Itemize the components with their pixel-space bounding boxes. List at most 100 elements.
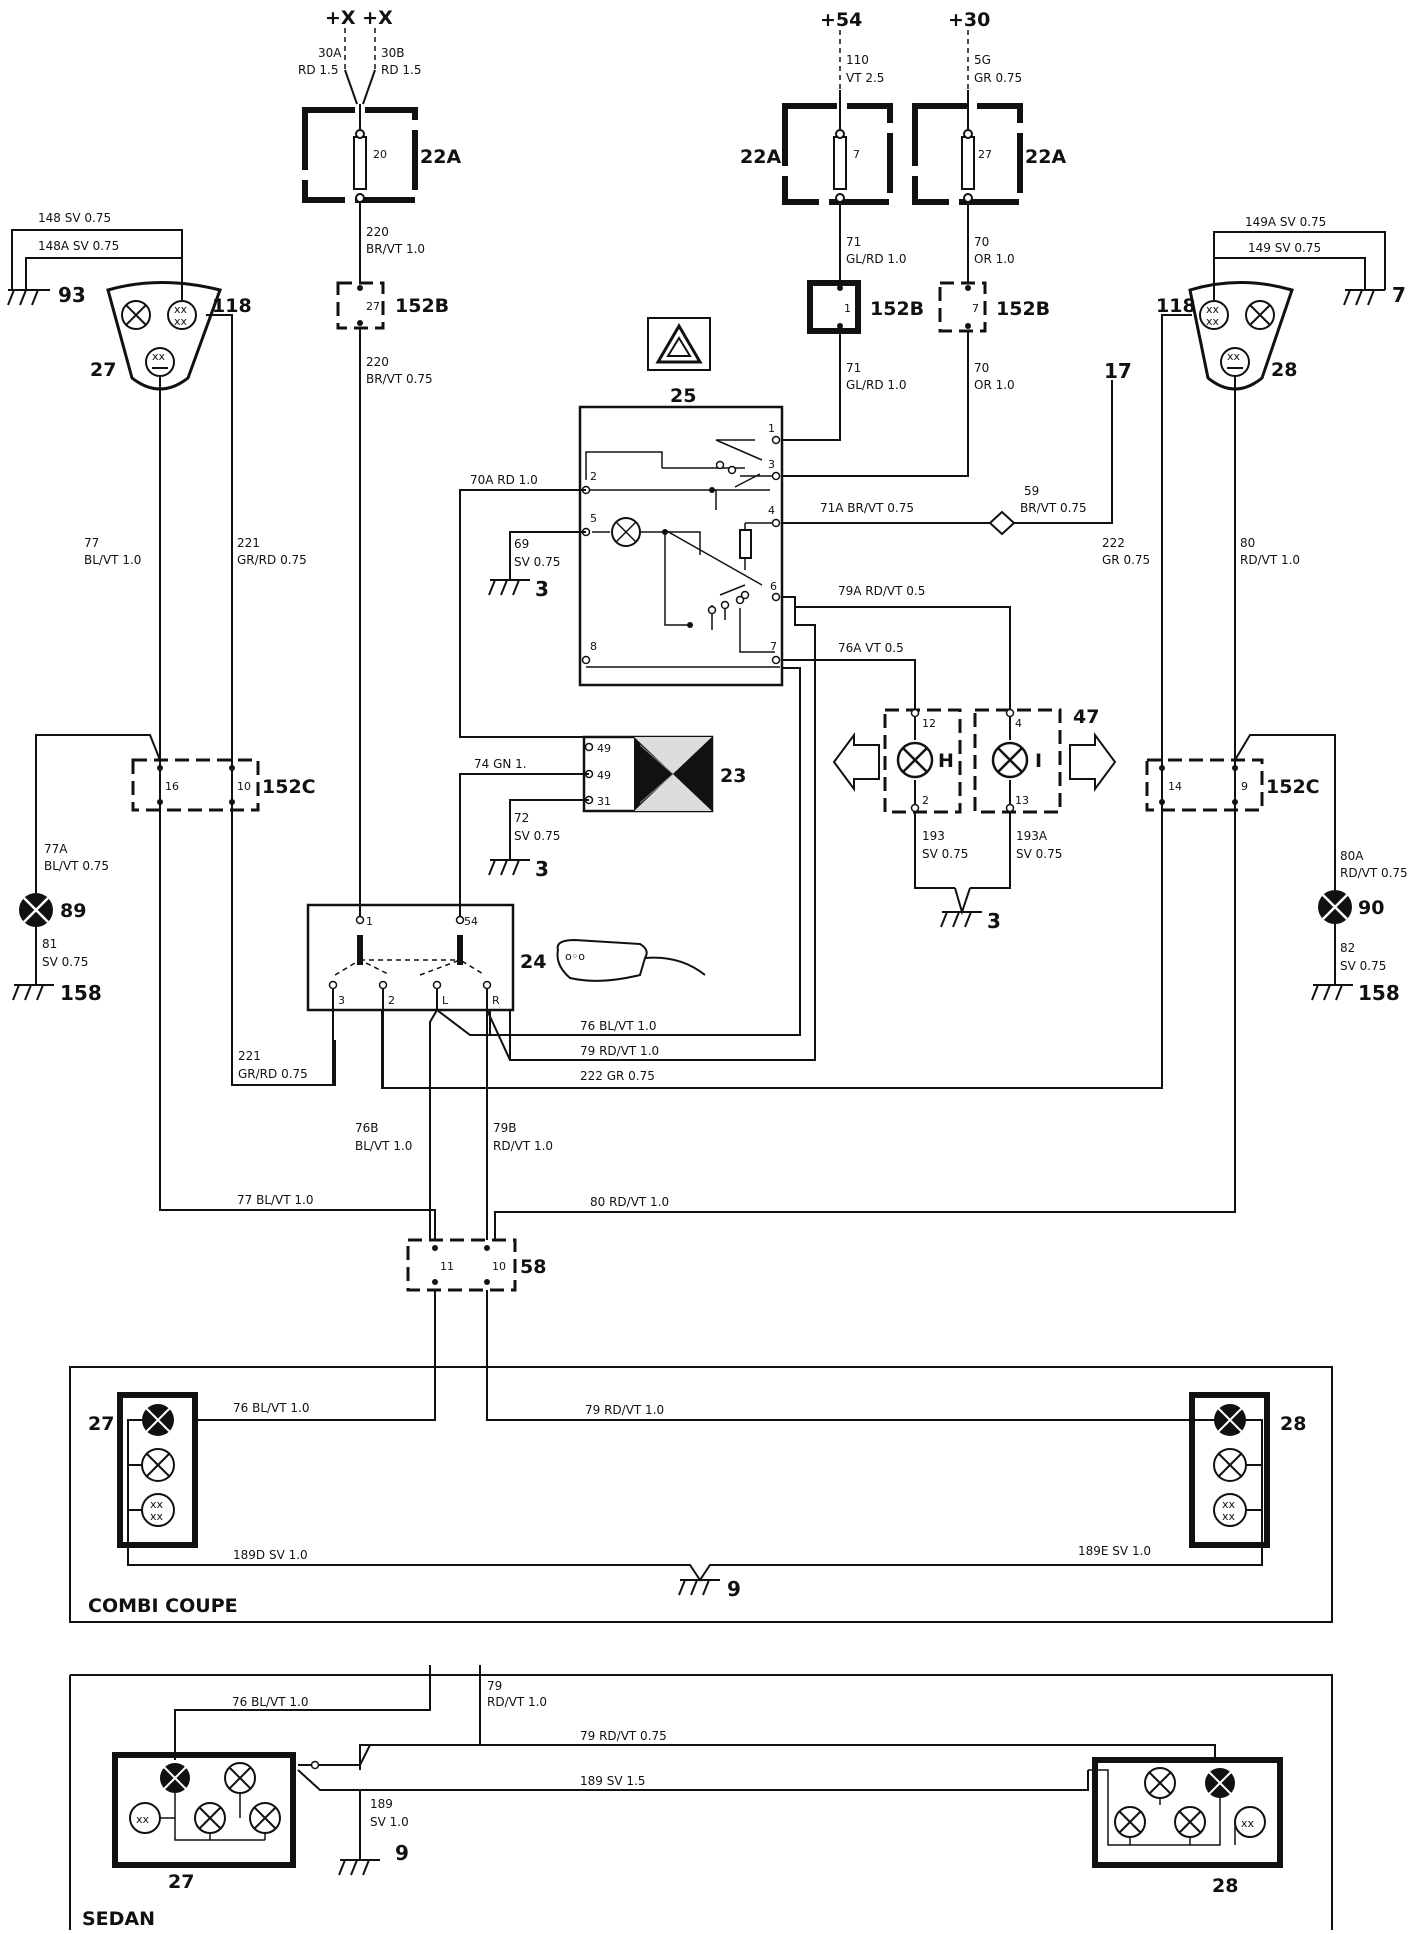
supply-30-label: +30 bbox=[948, 9, 990, 31]
svg-text:xx: xx bbox=[152, 350, 166, 363]
sedan-wire-79-num: 79 bbox=[487, 1679, 502, 1693]
connector-58-label: 58 bbox=[520, 1256, 546, 1278]
wire-30a-col: RD 1.5 bbox=[298, 63, 338, 77]
connector-152c-left-label: 152C bbox=[262, 776, 316, 798]
fuse-22a-right: 27 22A bbox=[912, 103, 1066, 205]
wire-110-num: 110 bbox=[846, 53, 869, 67]
s25-pin-3: 3 bbox=[768, 458, 775, 471]
wire-149: 149 SV 0.75 bbox=[1248, 241, 1321, 255]
ground-3-upper: 3 bbox=[488, 577, 549, 601]
wire-221b-num: 221 bbox=[238, 1049, 261, 1063]
wire-70a: 70A RD 1.0 bbox=[470, 473, 538, 487]
wire-193-num: 193 bbox=[922, 829, 945, 843]
wire-221-col: GR/RD 0.75 bbox=[237, 553, 307, 567]
ground-3-mid-label: 3 bbox=[535, 857, 549, 881]
wire-80-col: RD/VT 1.0 bbox=[1240, 553, 1300, 567]
connector-152c-left: 16 10 152C bbox=[131, 758, 316, 812]
svg-text:xx: xx bbox=[1222, 1510, 1236, 1523]
sedan-27-label: 27 bbox=[168, 1871, 194, 1893]
ts-pin-l: L bbox=[442, 994, 449, 1007]
sedan-ground-9: 9 bbox=[395, 1841, 409, 1865]
svg-text:xx: xx bbox=[1241, 1817, 1255, 1830]
wire-76b-num: 76B bbox=[355, 1121, 379, 1135]
wire-221-num: 221 bbox=[237, 536, 260, 550]
left-arrow-icon bbox=[832, 731, 880, 793]
wire-148a: 148A SV 0.75 bbox=[38, 239, 119, 253]
svg-text:xx: xx bbox=[174, 315, 188, 328]
s25-pin-2: 2 bbox=[590, 470, 597, 483]
connector-152b-mid: 1 152B bbox=[807, 280, 924, 334]
wire-193a-col: SV 0.75 bbox=[1016, 847, 1062, 861]
pin-7-label: 7 bbox=[972, 302, 979, 315]
wire-69-num: 69 bbox=[514, 537, 529, 551]
wire-79b-col: RD/VT 1.0 bbox=[493, 1139, 553, 1153]
pin-11-label: 11 bbox=[440, 1260, 454, 1273]
sedan-28-label: 28 bbox=[1212, 1875, 1238, 1897]
flasher-relay-23: 49 49 31 23 bbox=[582, 735, 746, 813]
front-light-28: xx xx xx 28 118 bbox=[1156, 281, 1297, 391]
s25-pin-1: 1 bbox=[768, 422, 775, 435]
sedan-wire-189b-num: 189 bbox=[370, 1797, 393, 1811]
fuse-7-label: 7 bbox=[853, 148, 860, 161]
flasher-23-label: 23 bbox=[720, 765, 746, 787]
combi-wire-79: 79 RD/VT 1.0 bbox=[585, 1403, 664, 1417]
wire-72-col: SV 0.75 bbox=[514, 829, 560, 843]
wire-77-col: BL/VT 1.0 bbox=[84, 553, 141, 567]
wire-70-num-b: 70 bbox=[974, 361, 989, 375]
connector-152c-right: 14 9 152C bbox=[1145, 758, 1320, 812]
wire-71-col-a: GL/RD 1.0 bbox=[846, 252, 907, 266]
pin-9-label: 9 bbox=[1241, 780, 1248, 793]
ts-pin-r: R bbox=[492, 994, 500, 1007]
wire-74: 74 GN 1. bbox=[474, 757, 527, 771]
svg-text:xx: xx bbox=[1227, 350, 1241, 363]
combi-28-label: 28 bbox=[1280, 1413, 1306, 1435]
wire-70-num-a: 70 bbox=[974, 235, 989, 249]
wire-80a-num: 80A bbox=[1340, 849, 1364, 863]
wire-80-num: 80 bbox=[1240, 536, 1255, 550]
conn-118-left-label: 118 bbox=[212, 295, 252, 317]
front-light-27: xx xx xx 27 118 bbox=[90, 281, 252, 391]
fuse-22a-mid: 7 22A bbox=[740, 103, 893, 205]
wire-72-num: 72 bbox=[514, 811, 529, 825]
svg-text:xx: xx bbox=[150, 1498, 164, 1511]
combi-ground-9: 9 bbox=[727, 1577, 741, 1601]
connector-152c-right-label: 152C bbox=[1266, 776, 1320, 798]
lamp-89: 89 bbox=[19, 893, 86, 927]
wire-70-col-b: OR 1.0 bbox=[974, 378, 1015, 392]
wire-69-col: SV 0.75 bbox=[514, 555, 560, 569]
s25-pin-6: 6 bbox=[770, 580, 777, 593]
flasher-pin-49a: 49 bbox=[597, 742, 611, 755]
s25-pin-5: 5 bbox=[590, 512, 597, 525]
stalk-icon: o◦o bbox=[556, 938, 706, 982]
wire-110-col: VT 2.5 bbox=[846, 71, 884, 85]
wire-30b-col: RD 1.5 bbox=[381, 63, 421, 77]
conn-118-right-label: 118 bbox=[1156, 295, 1196, 317]
wire-221b-col: GR/RD 0.75 bbox=[238, 1067, 308, 1081]
wire-71-num-a: 71 bbox=[846, 235, 861, 249]
wire-76-blvt: 76 BL/VT 1.0 bbox=[580, 1019, 656, 1033]
sedan-wire-76: 76 BL/VT 1.0 bbox=[232, 1695, 308, 1709]
svg-text:xx: xx bbox=[1206, 315, 1220, 328]
pin-1-label: 1 bbox=[844, 302, 851, 315]
svg-text:o◦o: o◦o bbox=[565, 950, 585, 963]
wire-193a-num: 193A bbox=[1016, 829, 1048, 843]
lamp-pin-2: 2 bbox=[922, 794, 929, 807]
lamp-90: 90 bbox=[1318, 890, 1384, 924]
sedan-wire-79b: 79 RD/VT 0.75 bbox=[580, 1729, 667, 1743]
wire-79a: 79A RD/VT 0.5 bbox=[838, 584, 925, 598]
wire-220-col-a: BR/VT 1.0 bbox=[366, 242, 425, 256]
svg-text:xx: xx bbox=[1206, 303, 1220, 316]
fuse-22a-right-label: 22A bbox=[1025, 146, 1066, 168]
wire-76b-col: BL/VT 1.0 bbox=[355, 1139, 412, 1153]
wire-222-col: GR 0.75 bbox=[1102, 553, 1150, 567]
wire-222-gr: 222 GR 0.75 bbox=[580, 1069, 655, 1083]
flasher-pin-31: 31 bbox=[597, 795, 611, 808]
ground-158-left-label: 158 bbox=[60, 981, 102, 1005]
connector-152b-mid-label: 152B bbox=[870, 298, 924, 320]
wire-5g-col: GR 0.75 bbox=[974, 71, 1022, 85]
wire-70-col-a: OR 1.0 bbox=[974, 252, 1015, 266]
wire-149a: 149A SV 0.75 bbox=[1245, 215, 1326, 229]
sedan-section: SEDAN 76 BL/VT 1.0 79 RD/VT 1.0 xx 27 79… bbox=[69, 1665, 1333, 1930]
ground-3-mid: 3 bbox=[488, 857, 549, 881]
right-arrow-icon bbox=[1069, 731, 1117, 793]
